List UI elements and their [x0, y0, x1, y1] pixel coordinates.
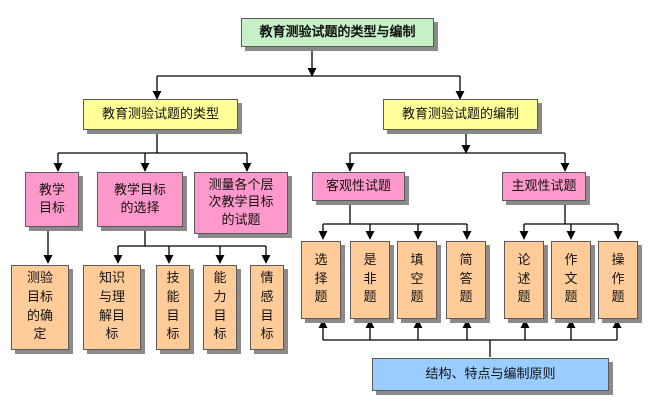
item-composition: 作 文 题 — [551, 241, 591, 319]
item-short-answer: 简 答 题 — [446, 241, 486, 319]
leaf-measure-goal: 测验 目标 的确 定 — [11, 265, 69, 350]
item-essay: 论 述 题 — [504, 241, 544, 319]
leaf-emotion: 情 感 目 标 — [250, 265, 284, 350]
category-goal-selection: 教学目标 的选择 — [97, 172, 183, 227]
kind-subjective: 主观性试题 — [502, 172, 586, 201]
branch-types: 教育测验试题的类型 — [83, 99, 238, 130]
item-choice: 选 择 题 — [301, 241, 341, 319]
principles-box: 结构、特点与编制原则 — [372, 358, 609, 391]
leaf-skill: 技 能 目 标 — [156, 265, 190, 350]
item-fill: 填 空 题 — [397, 241, 437, 319]
diagram-title: 教育测验试题的类型与编制 — [241, 18, 434, 47]
item-true-false: 是 非 题 — [350, 241, 390, 319]
kind-objective: 客观性试题 — [312, 172, 405, 201]
category-measure-levels: 测量各个层 次教学目标 的试题 — [194, 172, 288, 234]
category-teaching-goal: 教学 目标 — [25, 172, 79, 227]
leaf-knowledge: 知识 与理 解目 标 — [83, 265, 141, 350]
item-practical: 操 作 题 — [598, 241, 638, 319]
branch-compilation: 教育测验试题的编制 — [383, 99, 538, 130]
leaf-ability: 能 力 目 标 — [203, 265, 237, 350]
